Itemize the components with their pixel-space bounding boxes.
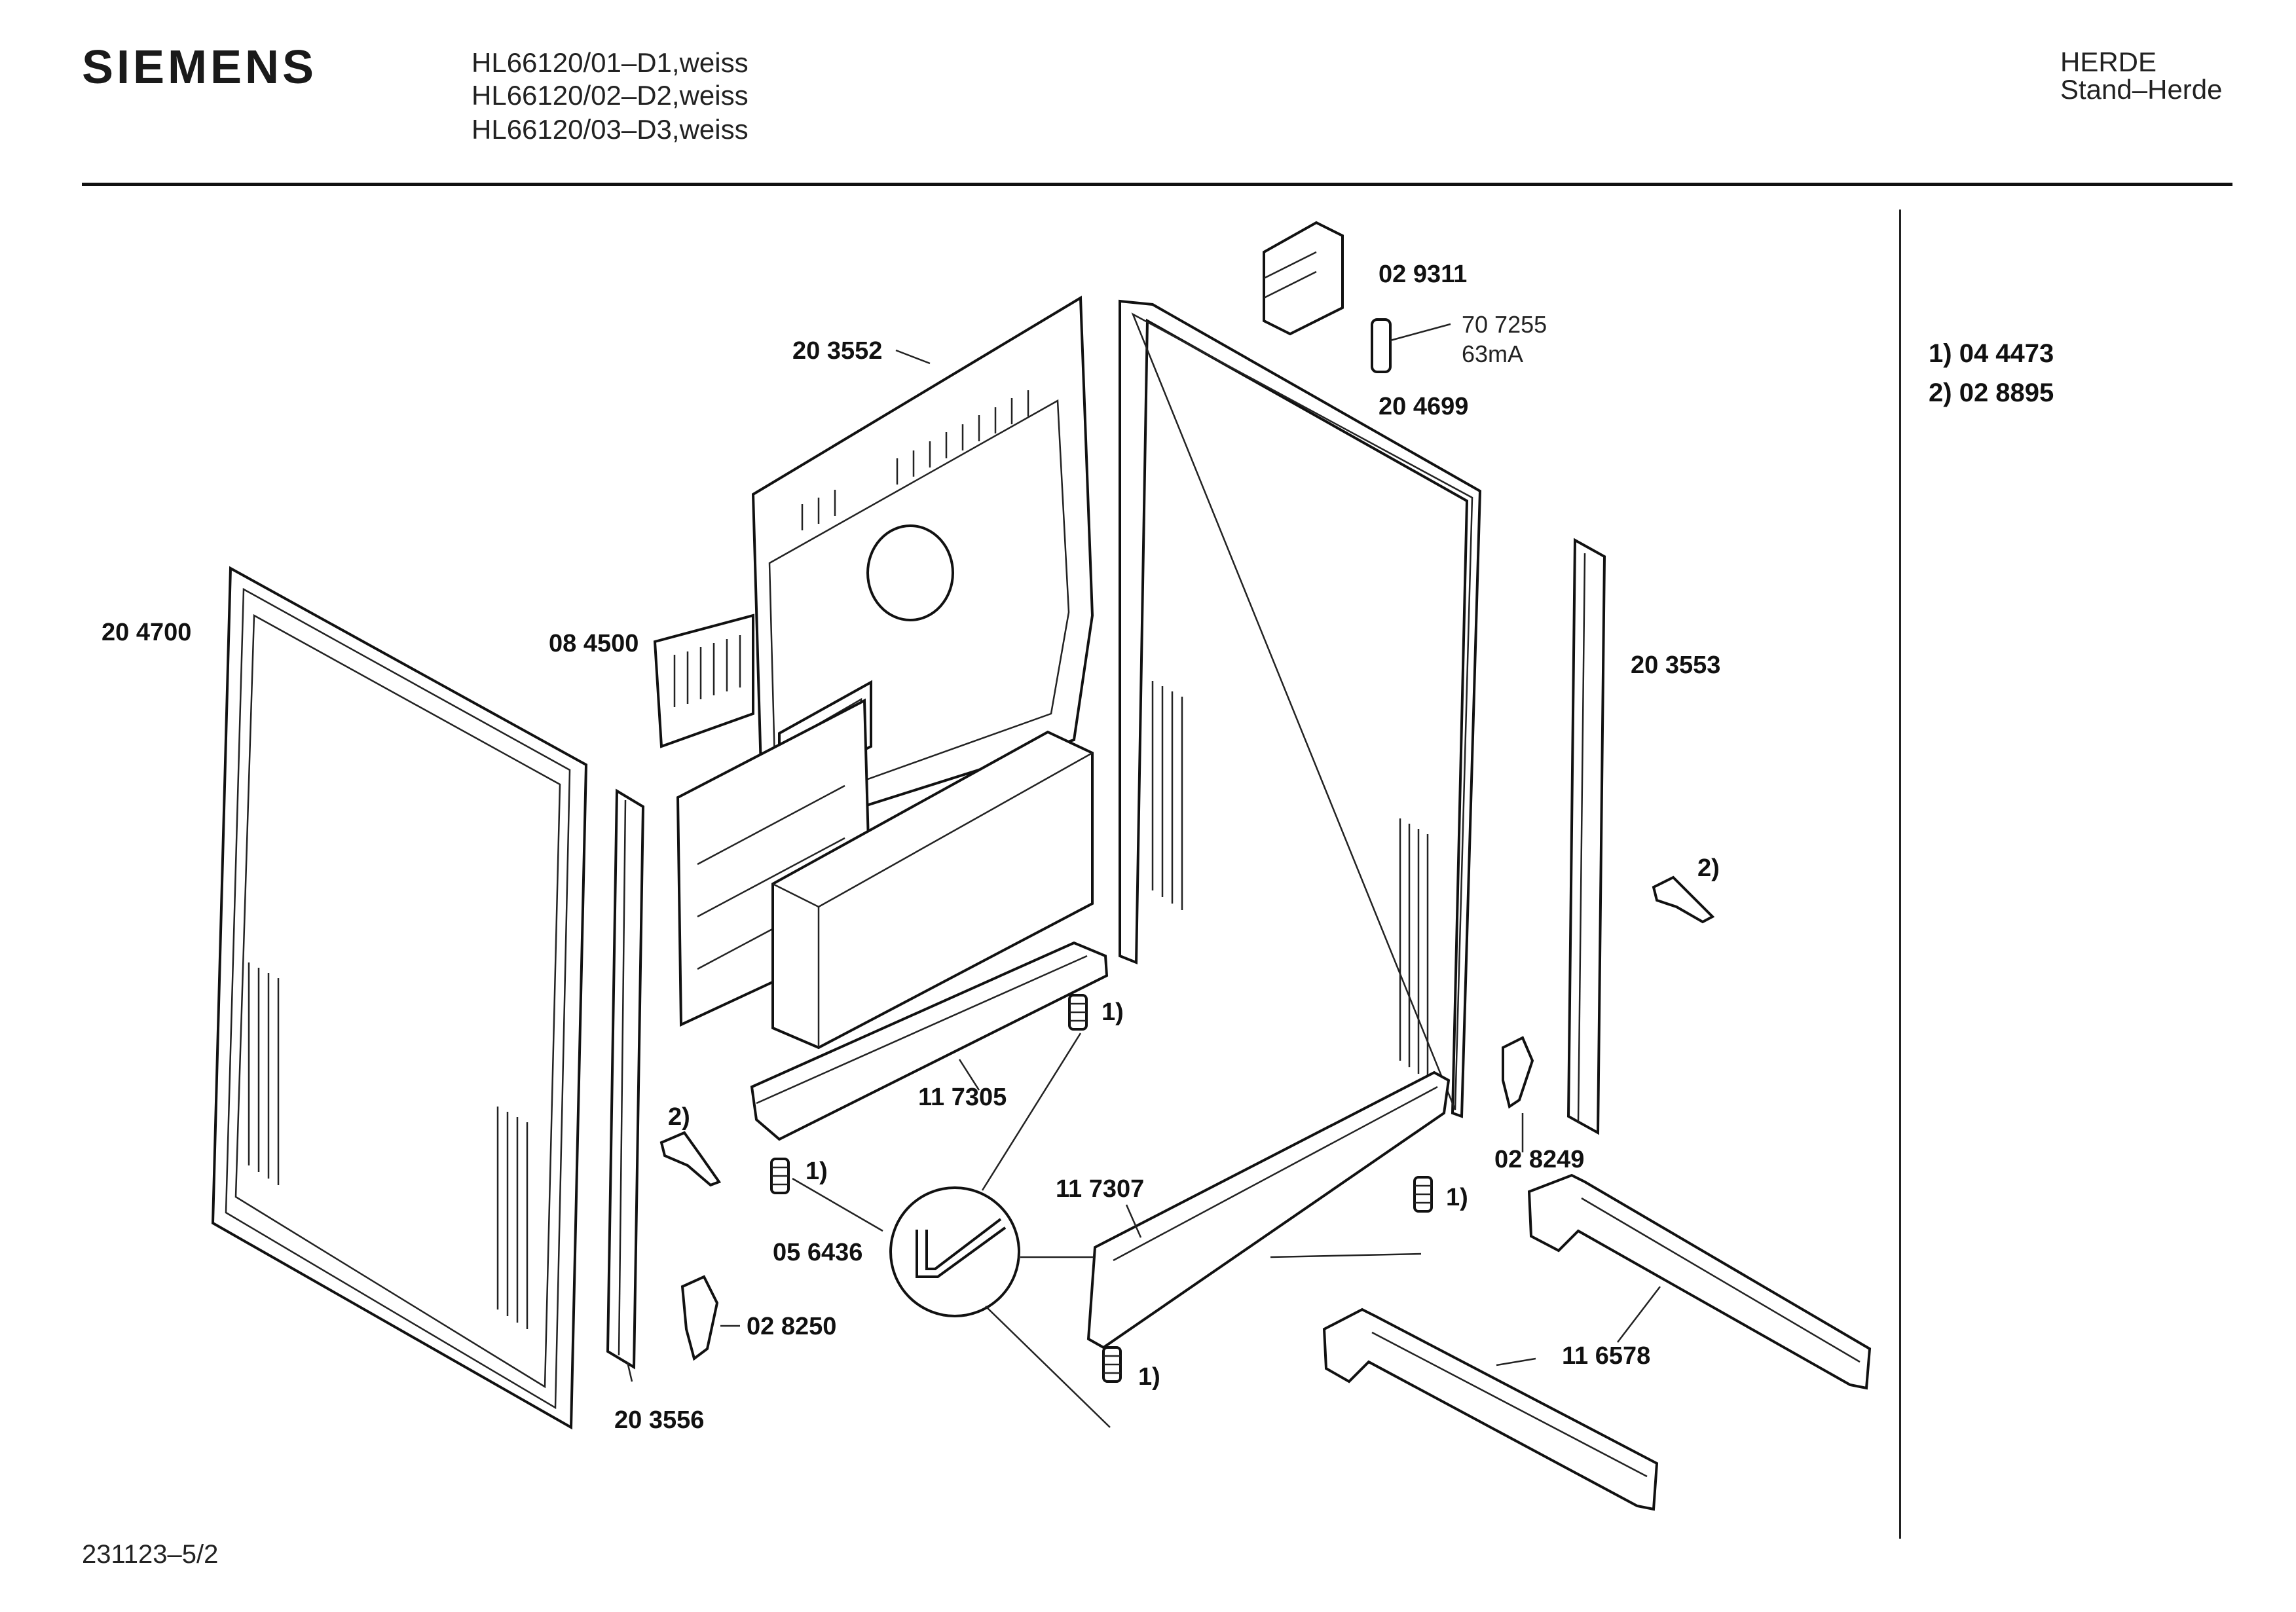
legend-item-1: 1) 04 4473 [1929, 339, 2054, 369]
label-028249: 02 8249 [1494, 1146, 1585, 1173]
model-line-1: HL66120/01–D1,weiss [472, 47, 749, 78]
label-084500: 08 4500 [549, 630, 639, 657]
side-frame-right [1119, 299, 1482, 1118]
rail-117305 [750, 941, 1109, 1141]
label-203553: 20 3553 [1631, 651, 1721, 679]
base-foot-rear [1527, 1173, 1872, 1390]
label-204700: 20 4700 [102, 619, 192, 646]
leader-lines [626, 349, 1661, 1382]
label-117305: 11 7305 [918, 1084, 1007, 1111]
header-divider [82, 183, 2232, 186]
transformer [1263, 221, 1344, 336]
label-63ma: 63mA [1462, 340, 1524, 367]
hinge-left [680, 1275, 740, 1361]
side-panel-left [211, 566, 588, 1430]
connector-right [1652, 875, 1715, 924]
spring-2 [770, 1158, 790, 1194]
label-029311: 02 9311 [1379, 261, 1468, 288]
document-id: 231123–5/2 [82, 1540, 219, 1569]
legend-part-2: 02 8895 [1959, 378, 2054, 407]
hinge-right [1502, 1036, 1534, 1109]
note-2-connector-right: 2) [1697, 854, 1720, 882]
note-2-connector-left: 2) [668, 1103, 690, 1131]
label-203552: 20 3552 [792, 337, 883, 365]
legend-marker-2: 2) [1929, 378, 1952, 407]
vent-panel [653, 614, 754, 748]
spring-3 [1413, 1176, 1433, 1213]
label-056436: 05 6436 [773, 1239, 863, 1266]
label-116578: 11 6578 [1562, 1342, 1651, 1370]
note-1-spring-right: 1) [1446, 1184, 1468, 1211]
label-028250: 02 8250 [747, 1313, 837, 1340]
label-117307: 11 7307 [1056, 1175, 1145, 1203]
brand-logo: SIEMENS [82, 41, 318, 94]
label-707255: 70 7255 [1462, 311, 1547, 338]
box-housing [771, 730, 1094, 1050]
allen-key-detail [792, 1033, 1422, 1428]
note-1-spring-top: 1) [1102, 998, 1124, 1026]
category-subtitle: Stand–Herde [2060, 74, 2223, 105]
legend-item-2: 2) 02 8895 [1929, 378, 2054, 408]
label-203556: 20 3556 [614, 1406, 705, 1434]
side-strip-right [1566, 538, 1606, 1135]
label-204699: 20 4699 [1379, 393, 1469, 420]
connector-left [659, 1131, 722, 1187]
legend-marker-1: 1) [1929, 339, 1952, 368]
model-line-2: HL66120/02–D2,weiss [472, 80, 749, 111]
legend-divider [1899, 210, 1901, 1539]
note-1-spring-left: 1) [805, 1158, 828, 1185]
spring-4 [1102, 1346, 1122, 1383]
rail-117307 [1086, 1071, 1451, 1349]
spring-1 [1068, 994, 1088, 1031]
category-title: HERDE [2060, 46, 2157, 77]
fuse [1371, 318, 1451, 373]
note-1-spring-bottom: 1) [1138, 1363, 1160, 1391]
base-foot-front [1322, 1308, 1659, 1511]
legend-part-1: 04 4473 [1959, 339, 2054, 368]
model-line-3: HL66120/03–D3,weiss [472, 114, 749, 145]
front-strip [606, 788, 645, 1370]
